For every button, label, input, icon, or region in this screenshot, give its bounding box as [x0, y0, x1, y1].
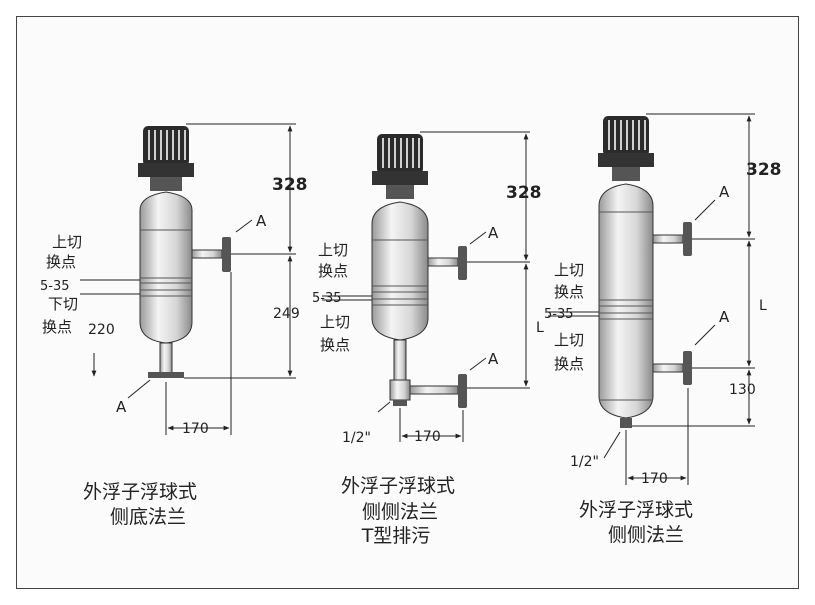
caption-2-line2: 侧侧法兰 — [362, 501, 438, 523]
chamber-body-1 — [139, 191, 193, 344]
flange-a-top-1: A — [256, 212, 267, 230]
range-label-2: 5-35 — [312, 291, 342, 306]
side-flange-1 — [222, 237, 231, 272]
caption-2-line1: 外浮子浮球式 — [341, 475, 455, 497]
caption-2-line3: T型排污 — [361, 525, 431, 547]
dim-width-2: 170 — [414, 429, 441, 445]
lower-label-1a: 下切 — [48, 295, 78, 313]
bottom-flange-1 — [148, 372, 184, 378]
switch-head-3 — [598, 116, 654, 181]
caption-1-line1: 外浮子浮球式 — [83, 481, 197, 503]
lower-label-2b: 换点 — [320, 336, 350, 354]
upper-label-1b: 换点 — [46, 253, 76, 271]
diagram-2: 328 L 170 1/2" 上切 换点 5-35 上切 换点 A A 外浮子浮… — [312, 131, 544, 547]
dim-mid-2: L — [536, 320, 544, 336]
switch-head-2 — [372, 134, 428, 199]
drain-3: 1/2" — [570, 454, 599, 470]
side-flange-3a — [683, 222, 692, 256]
upper-label-3b: 换点 — [554, 283, 584, 301]
upper-label-2b: 换点 — [318, 262, 348, 280]
side-flange-2b — [458, 374, 467, 408]
range-label-3: 5-35 — [544, 307, 574, 322]
switch-head-1 — [138, 126, 194, 191]
flange-a-top-2: A — [488, 224, 499, 242]
caption-1-line2: 侧底法兰 — [110, 506, 186, 528]
side-flange-3b — [683, 351, 692, 385]
diagram-3: 328 L 130 170 1/2" 上切 换点 5-35 上切 换点 A A … — [544, 113, 782, 546]
upper-label-1a: 上切 — [52, 233, 82, 251]
dim-top-2: 328 — [506, 183, 542, 203]
flange-a-top-3: A — [719, 183, 730, 201]
drain-2: 1/2" — [342, 430, 371, 446]
dim-top-1: 328 — [272, 175, 308, 195]
dim-bottom-1: 220 — [88, 322, 115, 338]
dim-bottom-3: 130 — [729, 382, 756, 398]
lower-label-3a: 上切 — [554, 331, 584, 349]
lower-label-2a: 上切 — [320, 313, 350, 331]
dim-width-3: 170 — [641, 471, 668, 487]
dim-mid-1: 249 — [273, 306, 300, 322]
dim-width-1: 170 — [182, 421, 209, 437]
flange-a-bottom-1: A — [116, 398, 127, 416]
lower-label-1b: 换点 — [42, 318, 72, 336]
diagram-1: 328 249 220 170 上切 换点 5-35 下切 换点 A A 外浮子… — [40, 123, 308, 528]
flange-a-bottom-3: A — [719, 308, 730, 326]
lower-label-3b: 换点 — [554, 355, 584, 373]
dim-top-3: 328 — [746, 160, 782, 180]
caption-3-line2: 侧侧法兰 — [608, 524, 684, 546]
upper-label-2a: 上切 — [318, 241, 348, 259]
upper-label-3a: 上切 — [554, 261, 584, 279]
side-flange-2a — [458, 246, 467, 280]
dim-mid-3: L — [759, 298, 767, 314]
flange-a-bottom-2: A — [488, 350, 499, 368]
chamber-body-2 — [371, 201, 429, 341]
chamber-body-3 — [598, 183, 654, 419]
caption-3-line1: 外浮子浮球式 — [579, 499, 693, 521]
range-label-1: 5-35 — [40, 279, 70, 294]
